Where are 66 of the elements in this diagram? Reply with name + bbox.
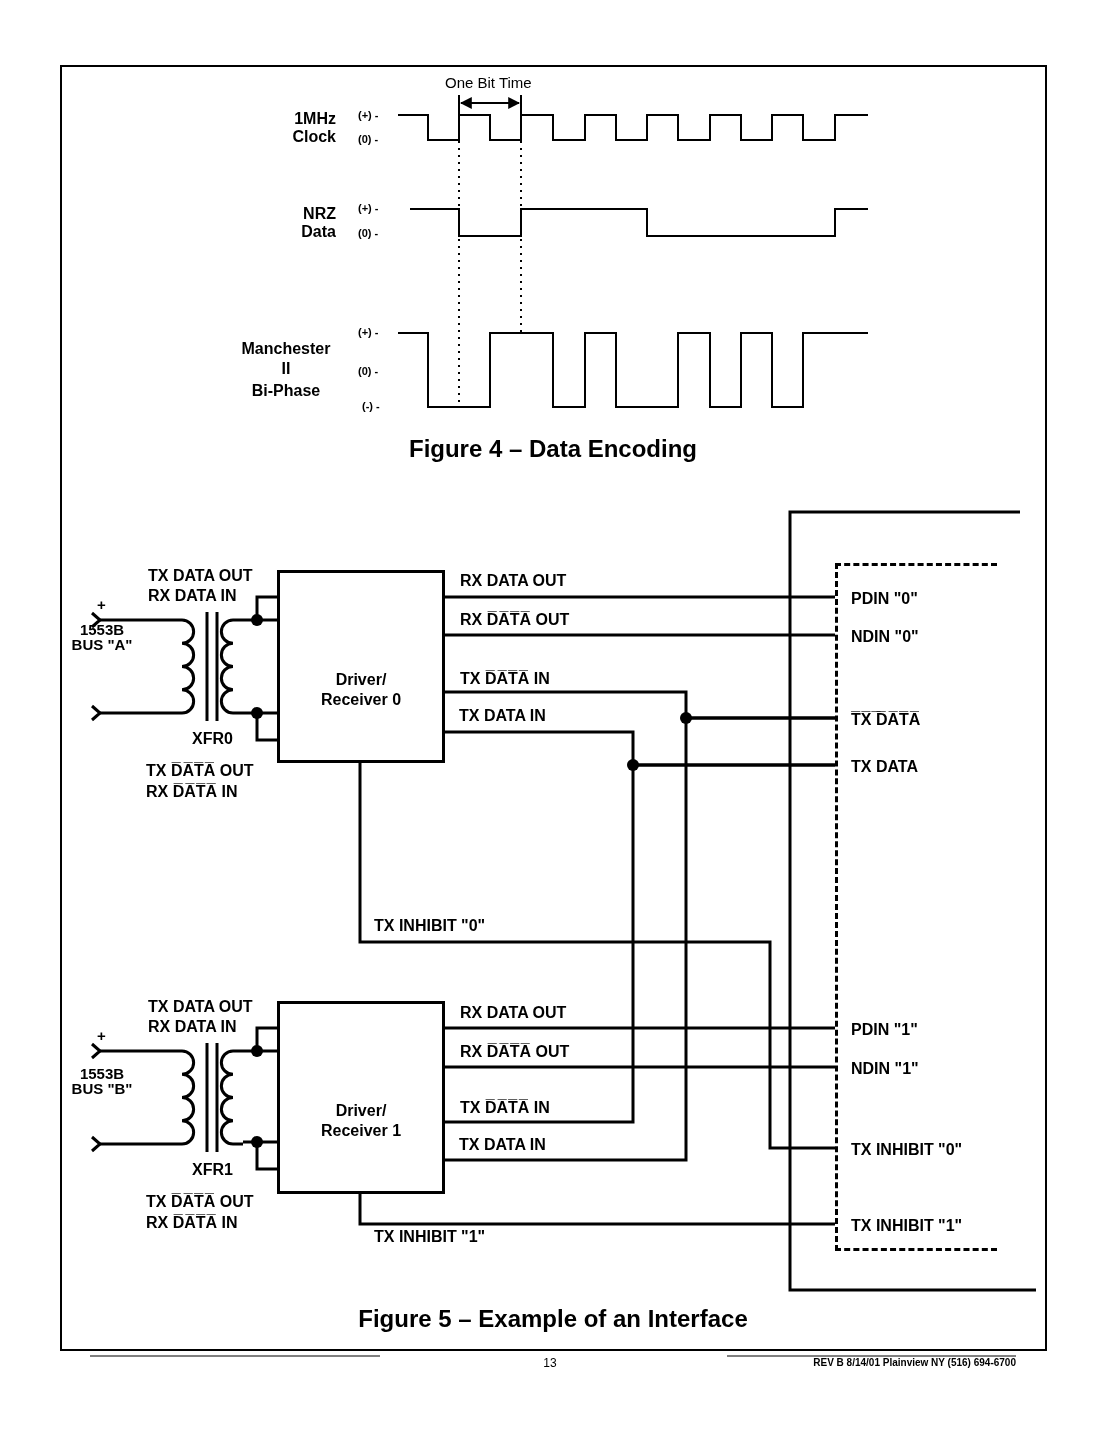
level-mark: (+) - bbox=[358, 109, 379, 122]
footer-text: REV B 8/14/01 Plainview NY (516) 694-6700 bbox=[812, 1357, 1016, 1369]
interface-dashed-outline bbox=[835, 563, 997, 1251]
level-mark: (+) - bbox=[358, 202, 379, 215]
pin-label: RX D̅A̅T̅A̅ IN bbox=[146, 783, 238, 802]
dimension-label: One Bit Time bbox=[445, 74, 532, 92]
level-mark: (0) - bbox=[358, 227, 379, 240]
component-label: XFR0 bbox=[192, 730, 233, 749]
wire bbox=[243, 1049, 277, 1053]
pin-label: TX INHIBIT "1" bbox=[835, 1215, 963, 1237]
signal-line bbox=[445, 1065, 835, 1069]
signal-name: II bbox=[280, 360, 292, 379]
pin-label: TX D̅A̅T̅A̅ OUT bbox=[146, 762, 254, 781]
signal-line bbox=[445, 763, 835, 1124]
bus-label: 1553B BUS "B" bbox=[70, 1066, 134, 1096]
polarity-mark: + bbox=[97, 596, 106, 614]
edge-label: RX DATA OUT bbox=[460, 572, 567, 591]
pin-label: T̅X̅ ̅D̅A̅T̅A̅ bbox=[835, 709, 921, 731]
driver-receiver-box bbox=[277, 1001, 445, 1194]
bus-label: 1553B BUS "A" bbox=[70, 622, 134, 652]
pin-label: NDIN "0" bbox=[835, 626, 919, 648]
driver-receiver-box bbox=[277, 570, 445, 763]
level-mark: (0) - bbox=[358, 133, 379, 146]
signal-line bbox=[445, 1026, 835, 1030]
edge-label: TX INHIBIT "1" bbox=[374, 1228, 486, 1247]
pin-label: TX DATA bbox=[835, 756, 918, 778]
edge-label: RX D̅A̅T̅A̅ OUT bbox=[460, 611, 570, 630]
page-number: 13 bbox=[542, 1357, 558, 1371]
pin-label: PDIN "1" bbox=[835, 1019, 918, 1041]
pin-label: TX DATA OUT bbox=[148, 998, 253, 1017]
pin-label: RX DATA IN bbox=[148, 587, 237, 606]
signal-name: NRZ Data bbox=[300, 205, 336, 242]
signal-line bbox=[358, 1194, 835, 1226]
wire bbox=[243, 618, 277, 622]
edge-label: RX DATA OUT bbox=[460, 1004, 567, 1023]
level-mark: (0) - bbox=[358, 365, 379, 378]
pin-label: TX D̅A̅T̅A̅ OUT bbox=[146, 1193, 254, 1212]
wire bbox=[243, 1140, 277, 1144]
component-label: XFR1 bbox=[192, 1161, 233, 1180]
polarity-mark: + bbox=[97, 1027, 106, 1045]
level-mark: (+) - bbox=[358, 326, 379, 339]
pin-label: RX DATA IN bbox=[148, 1018, 237, 1037]
edge-label: TX DATA IN bbox=[459, 1136, 546, 1155]
component-label: Driver/ Receiver 1 bbox=[319, 1101, 403, 1141]
component-label: Driver/ Receiver 0 bbox=[319, 670, 403, 710]
pin-label: NDIN "1" bbox=[835, 1058, 919, 1080]
signal-line bbox=[445, 716, 835, 1162]
signal-line bbox=[358, 763, 835, 1150]
signal-line bbox=[445, 595, 835, 599]
figure-caption: Figure 4 – Data Encoding bbox=[407, 435, 698, 463]
wire bbox=[243, 711, 277, 715]
edge-label: RX D̅A̅T̅A̅ OUT bbox=[460, 1043, 570, 1062]
pin-label: TX DATA OUT bbox=[148, 567, 253, 586]
level-mark: (-) - bbox=[362, 400, 380, 413]
pin-label: PDIN "0" bbox=[835, 588, 918, 610]
edge-label: TX DATA IN bbox=[459, 707, 546, 726]
signal-name: Manchester bbox=[240, 340, 332, 359]
signal-line bbox=[445, 633, 835, 637]
figure-caption: Figure 5 – Example of an Interface bbox=[357, 1305, 749, 1333]
signal-name: Bi-Phase bbox=[250, 382, 322, 401]
edge-label: TX D̅A̅T̅A̅ IN bbox=[460, 670, 550, 689]
signal-name: 1MHz Clock bbox=[291, 110, 336, 147]
edge-label: TX D̅A̅T̅A̅ IN bbox=[460, 1099, 550, 1118]
pin-label: RX D̅A̅T̅A̅ IN bbox=[146, 1214, 238, 1233]
edge-label: TX INHIBIT "0" bbox=[374, 917, 486, 936]
pin-label: TX INHIBIT "0" bbox=[835, 1139, 963, 1161]
